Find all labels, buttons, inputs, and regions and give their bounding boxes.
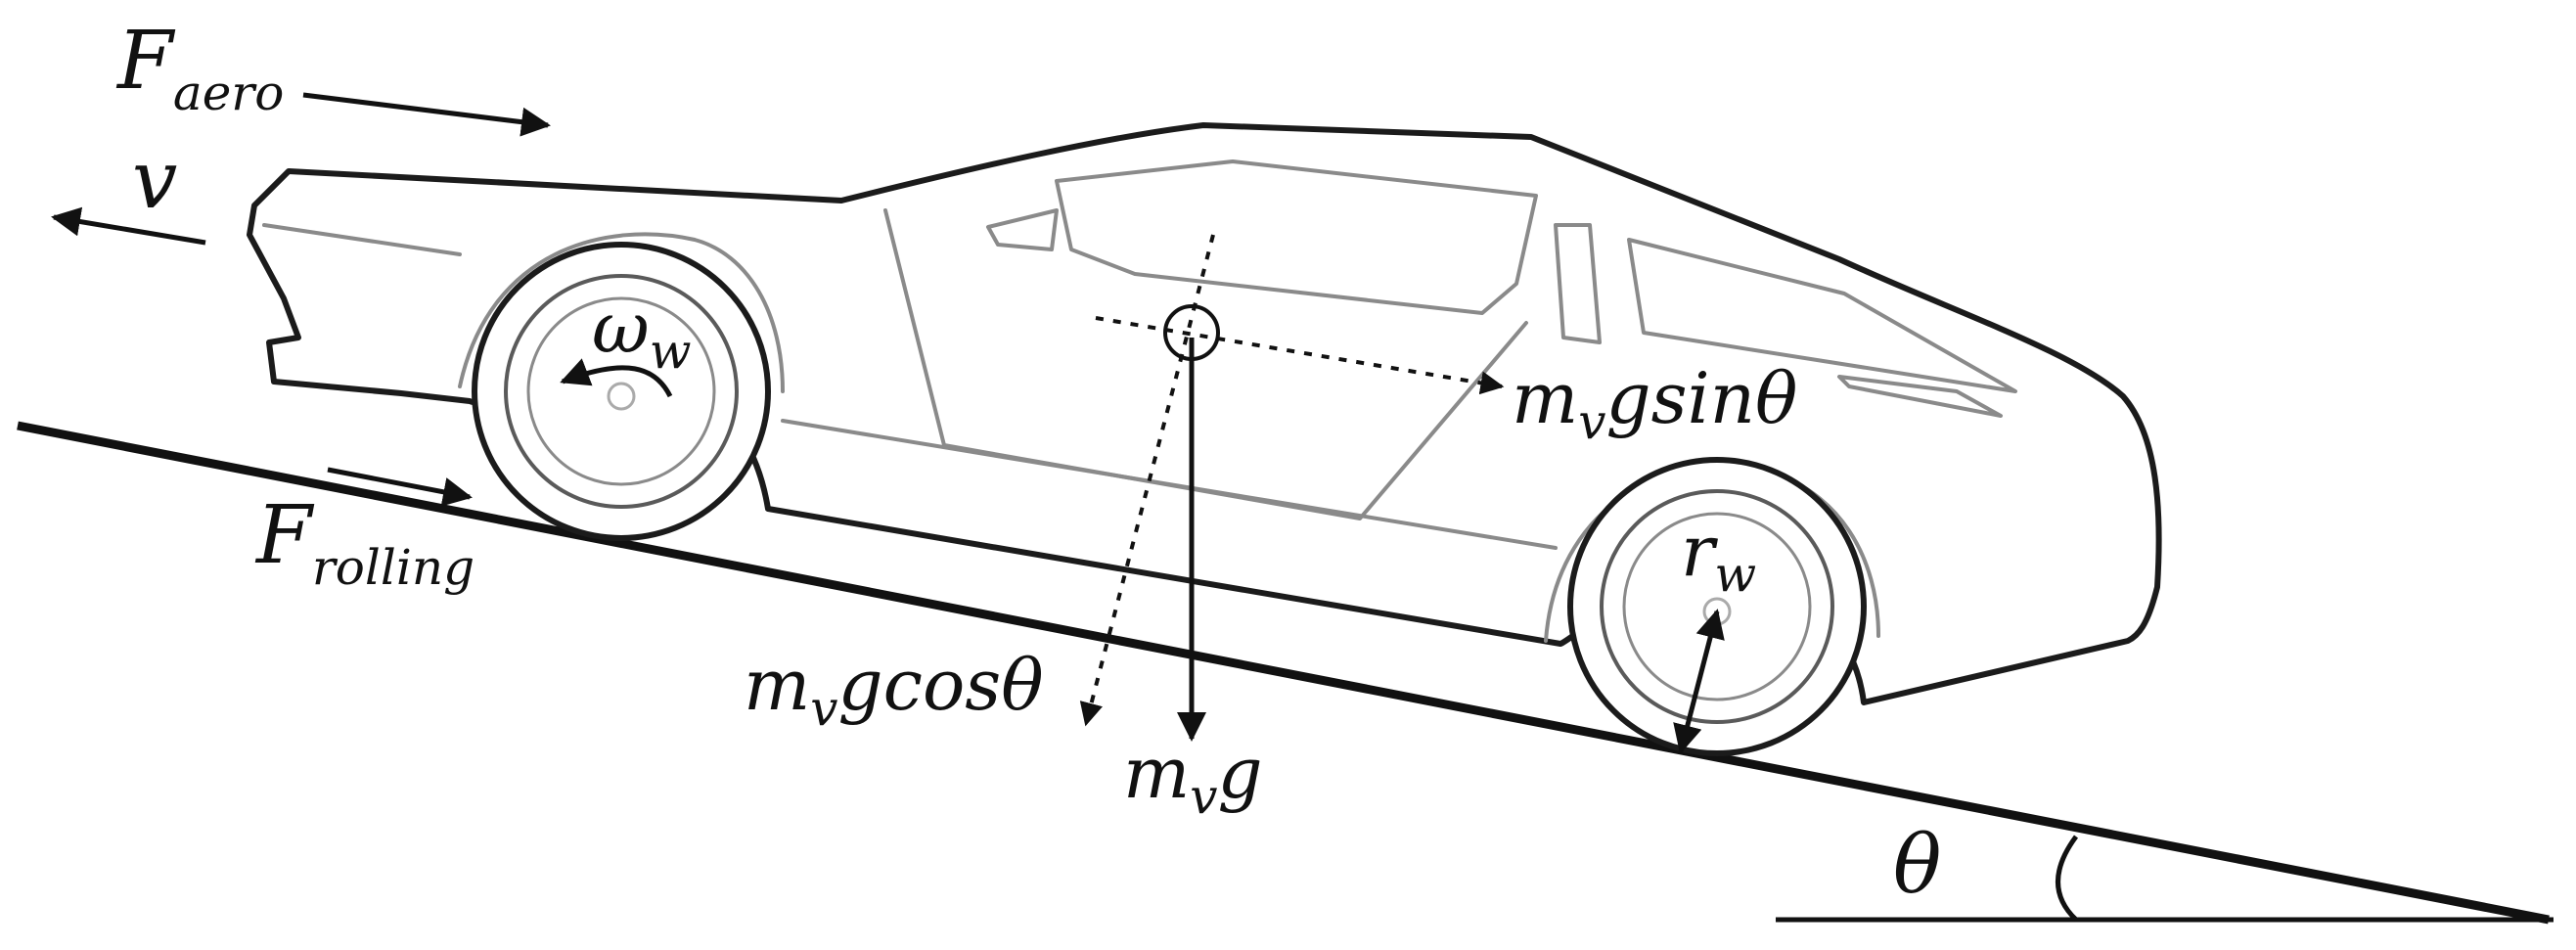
r-w-label: rw xyxy=(1681,510,1756,603)
side-scoop xyxy=(1837,375,2003,418)
rear-hub xyxy=(607,382,636,411)
mvg-cos-label: mvgcosθ xyxy=(744,644,1044,737)
velocity-label: v xyxy=(132,134,177,227)
f-aero-label: Faero xyxy=(115,15,284,121)
rear-wheel-arch xyxy=(458,232,785,393)
rear-quarter-window xyxy=(1627,238,2017,393)
mvg-cos-arrow xyxy=(1079,234,1215,727)
f-aero-arrow xyxy=(302,92,551,137)
front-wheel xyxy=(1567,457,1867,756)
side-mirror xyxy=(986,208,1059,251)
rear-wheel xyxy=(472,242,771,541)
theta-angle-arc xyxy=(2056,835,2079,922)
r-w-arrow xyxy=(1673,609,1725,754)
mvg-sin-label: mvgsinθ xyxy=(1512,357,1797,450)
rocker-line xyxy=(781,419,1558,550)
f-rolling-arrow xyxy=(327,467,473,507)
window-outline xyxy=(1055,159,1538,315)
f-rolling-label: Frolling xyxy=(254,489,475,596)
theta-label: θ xyxy=(1893,819,1941,912)
mvg-label: mvg xyxy=(1123,732,1263,825)
mvg-sin-arrow xyxy=(1095,316,1505,395)
rear-vent xyxy=(1554,223,1602,344)
velocity-arrow xyxy=(51,206,206,246)
incline-line xyxy=(17,421,2550,925)
front-bumper-line xyxy=(262,223,462,256)
omega-w-label: ωw xyxy=(592,287,692,380)
omega-w-arrow xyxy=(560,358,673,398)
